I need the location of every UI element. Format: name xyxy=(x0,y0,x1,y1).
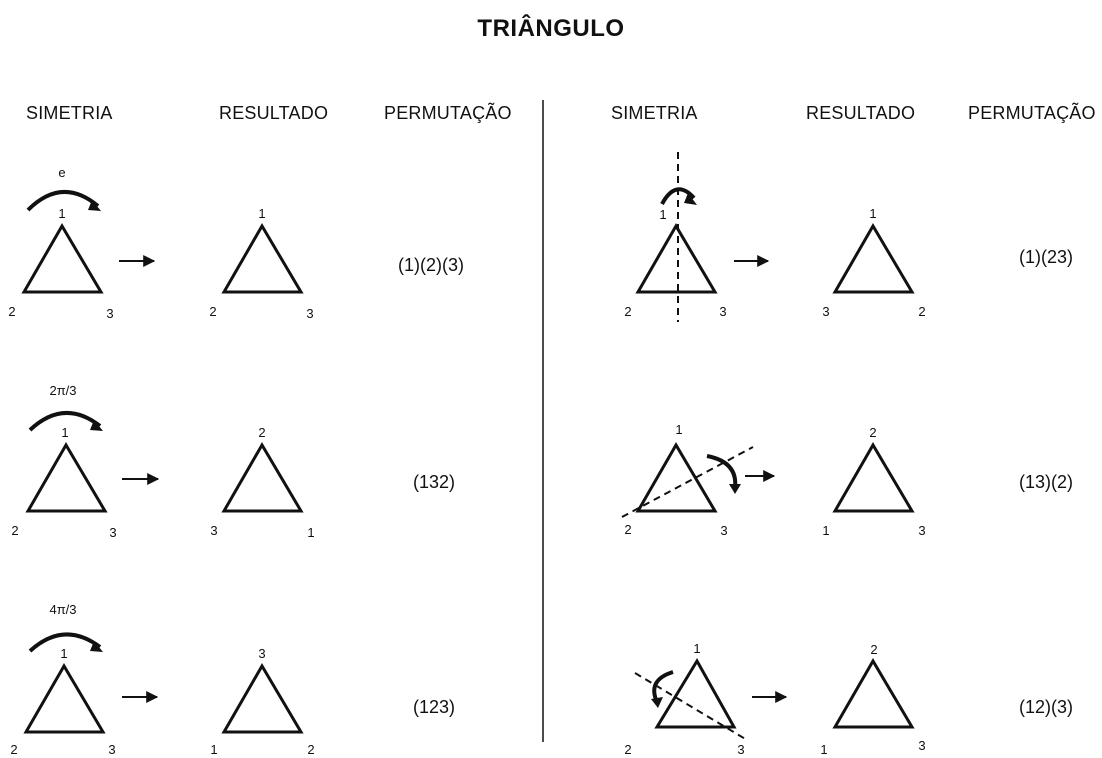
permutation-identity: (1)(2)(3) xyxy=(398,255,464,275)
result-triangle xyxy=(832,442,915,513)
rotation-arrow-icon xyxy=(26,190,100,212)
vertex-label: 1 xyxy=(258,206,265,221)
vertex-label: 1 xyxy=(307,525,314,540)
vertex-label: 1 xyxy=(693,641,700,656)
page-title: TRIÂNGULO xyxy=(477,15,625,42)
header-permutacao-left: PERMUTAÇÃO xyxy=(384,103,512,123)
vertex-label: 3 xyxy=(109,525,116,540)
vertex-label: 3 xyxy=(258,646,265,661)
symmetry-triangle xyxy=(654,658,737,729)
header-resultado-left: RESULTADO xyxy=(219,103,329,123)
vertex-label: 2 xyxy=(209,304,216,319)
rotation-label-4pi3: 4π/3 xyxy=(49,602,76,617)
permutation-rotation-2pi3: (132) xyxy=(413,472,456,492)
vertex-label: 1 xyxy=(60,646,67,661)
symmetry-triangle xyxy=(23,663,106,734)
reflection-axis xyxy=(621,446,754,518)
vertex-label: 3 xyxy=(720,523,727,538)
vertex-label: 2 xyxy=(11,523,18,538)
rotation-label-identity: e xyxy=(58,165,65,180)
permutation-reflection-3: (12)(3) xyxy=(1019,697,1074,717)
vertex-label: 3 xyxy=(719,304,726,319)
result-triangle xyxy=(832,223,915,294)
vertex-label: 3 xyxy=(306,306,313,321)
reflection-arrow-head-icon xyxy=(651,697,663,708)
vertex-label: 2 xyxy=(869,425,876,440)
result-triangle xyxy=(221,223,304,294)
header-resultado-right: RESULTADO xyxy=(806,103,916,123)
symmetry-triangle xyxy=(21,223,104,294)
vertex-label: 3 xyxy=(918,738,925,753)
vertex-label: 1 xyxy=(822,523,829,538)
symmetry-triangle xyxy=(635,223,718,294)
permutation-reflection-1: (1)(23) xyxy=(1019,247,1074,267)
vertex-label: 1 xyxy=(659,207,666,222)
vertex-label: 3 xyxy=(108,742,115,757)
permutation-reflection-2: (13)(2) xyxy=(1019,472,1074,492)
symmetry-triangle xyxy=(635,442,718,513)
reflection-arrow-head-icon xyxy=(729,484,741,494)
header-permutacao-right: PERMUTAÇÃO xyxy=(968,103,1096,123)
vertex-label: 2 xyxy=(870,642,877,657)
vertex-label: 1 xyxy=(210,742,217,757)
reflection-arrow-icon xyxy=(706,454,738,489)
vertex-label: 2 xyxy=(624,304,631,319)
vertex-label: 2 xyxy=(258,425,265,440)
result-triangle xyxy=(221,442,304,513)
vertex-label: 3 xyxy=(822,304,829,319)
vertex-label: 2 xyxy=(10,742,17,757)
vertex-label: 3 xyxy=(210,523,217,538)
rotation-arrow-head-icon xyxy=(88,200,101,211)
result-triangle xyxy=(221,663,304,734)
result-triangle xyxy=(832,658,915,729)
vertex-label: 2 xyxy=(8,304,15,319)
reflection-arrow-icon xyxy=(660,187,696,205)
rotation-arrow-head-icon xyxy=(90,641,103,652)
reflection-axis xyxy=(634,672,748,741)
symmetry-triangle xyxy=(25,442,108,513)
rotation-label-2pi3: 2π/3 xyxy=(49,383,76,398)
vertex-label: 3 xyxy=(737,742,744,757)
vertex-label: 1 xyxy=(61,425,68,440)
vertex-label: 2 xyxy=(918,304,925,319)
header-simetria-right: SIMETRIA xyxy=(611,103,698,123)
vertex-label: 1 xyxy=(820,742,827,757)
reflection-arrow-head-icon xyxy=(684,193,697,205)
vertex-label: 3 xyxy=(106,306,113,321)
vertex-label: 1 xyxy=(58,206,65,221)
rotation-arrow-head-icon xyxy=(90,420,103,431)
rotation-arrow-icon xyxy=(28,632,102,653)
vertex-label: 2 xyxy=(624,742,631,757)
permutation-rotation-4pi3: (123) xyxy=(413,697,456,717)
vertex-label: 1 xyxy=(675,422,682,437)
vertex-label: 2 xyxy=(624,522,631,537)
vertex-label: 3 xyxy=(918,523,925,538)
header-simetria-left: SIMETRIA xyxy=(26,103,113,123)
vertex-label: 1 xyxy=(869,206,876,221)
rotation-arrow-icon xyxy=(28,411,102,432)
vertex-label: 2 xyxy=(307,742,314,757)
